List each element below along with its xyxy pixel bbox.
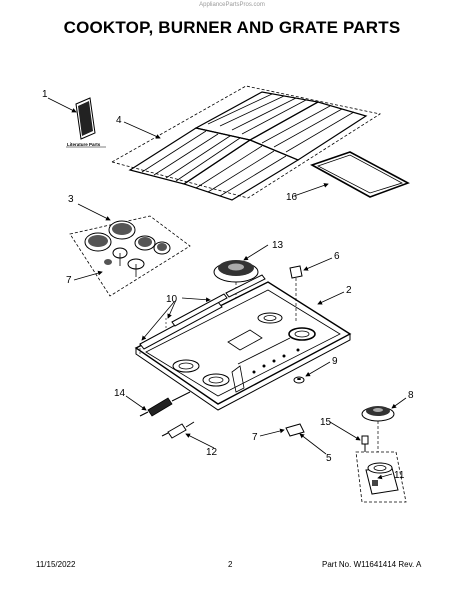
literature-label: Literature Parts: [67, 142, 101, 147]
callout-7-clip: 7: [252, 432, 258, 443]
callout-6: 6: [334, 251, 340, 262]
footer-date: 11/15/2022: [36, 560, 76, 569]
callout-4: 4: [116, 115, 122, 126]
callout-7-caps: 7: [66, 275, 72, 286]
literature-parts: Literature Parts: [66, 97, 106, 148]
callout-13: 13: [272, 240, 284, 251]
spark-igniter: [139, 391, 191, 417]
footer-page-number: 2: [228, 560, 233, 569]
leader-lines: [47, 97, 407, 480]
callout-15: 15: [320, 417, 332, 428]
callout-labels: 1 4 3 13 6 7 2 10 16 9 8 14 12 7 15 5 11: [42, 89, 414, 481]
clip: [285, 423, 305, 437]
callout-9: 9: [332, 356, 338, 367]
callout-16: 16: [286, 192, 298, 203]
griddle: [310, 151, 410, 198]
footer-part-number: Part No. W11641414 Rev. A: [322, 560, 422, 569]
screw: [361, 435, 369, 452]
burner-assembly: [361, 406, 395, 452]
callout-11: 11: [394, 470, 405, 481]
grommet: [289, 265, 303, 322]
grates: [110, 85, 382, 201]
watermark: AppliancePartsPros.com: [199, 2, 265, 8]
orifice-fitting: [161, 421, 195, 439]
callout-2: 2: [346, 285, 352, 296]
small-grommet: [293, 376, 305, 384]
callout-8: 8: [408, 390, 414, 401]
callout-3: 3: [68, 194, 74, 205]
cooktop: [134, 281, 352, 411]
callout-5: 5: [326, 453, 332, 464]
callout-12: 12: [206, 447, 218, 458]
callout-10: 10: [166, 294, 178, 305]
electrode-tubes: [139, 274, 266, 356]
page-title: COOKTOP, BURNER AND GRATE PARTS: [63, 18, 401, 37]
burner-caps: [69, 215, 191, 297]
callout-1: 1: [42, 89, 48, 100]
wok-burner: [213, 260, 259, 348]
callout-14: 14: [114, 388, 126, 399]
